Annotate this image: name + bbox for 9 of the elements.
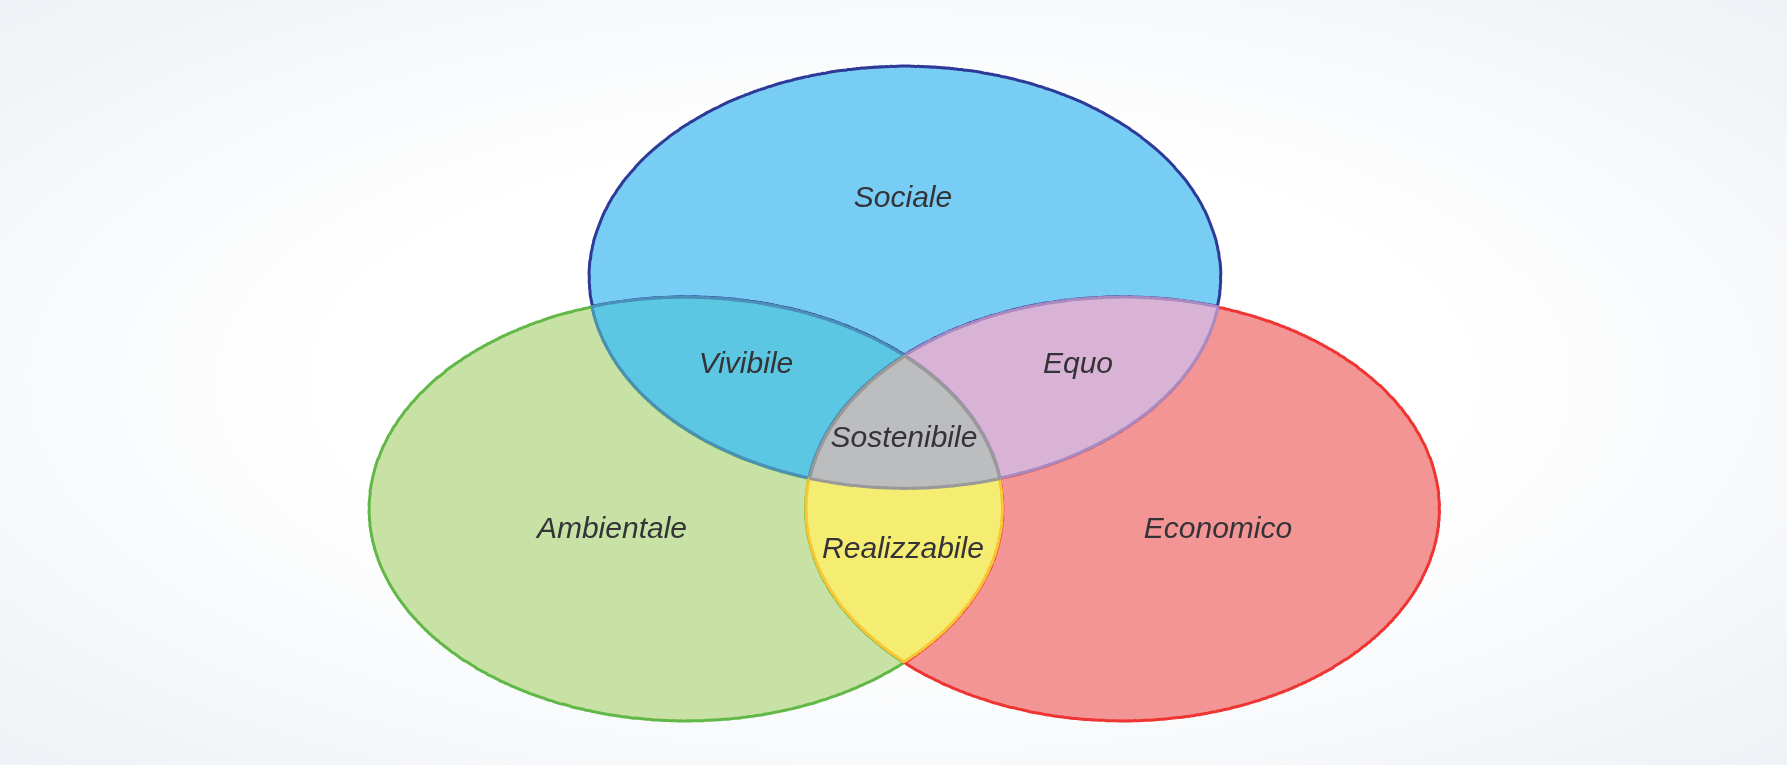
region-label: Sostenibile bbox=[830, 420, 978, 454]
region-label: Sociale bbox=[853, 180, 953, 214]
region-label: Realizzabile bbox=[822, 531, 984, 565]
center-region bbox=[809, 355, 1000, 488]
region-label: Vivibile bbox=[698, 346, 794, 380]
region-label: Economico bbox=[1143, 511, 1293, 545]
overlap-region bbox=[806, 478, 1003, 662]
region-label: Equo bbox=[1042, 346, 1113, 380]
region-label: Ambientale bbox=[536, 511, 688, 545]
